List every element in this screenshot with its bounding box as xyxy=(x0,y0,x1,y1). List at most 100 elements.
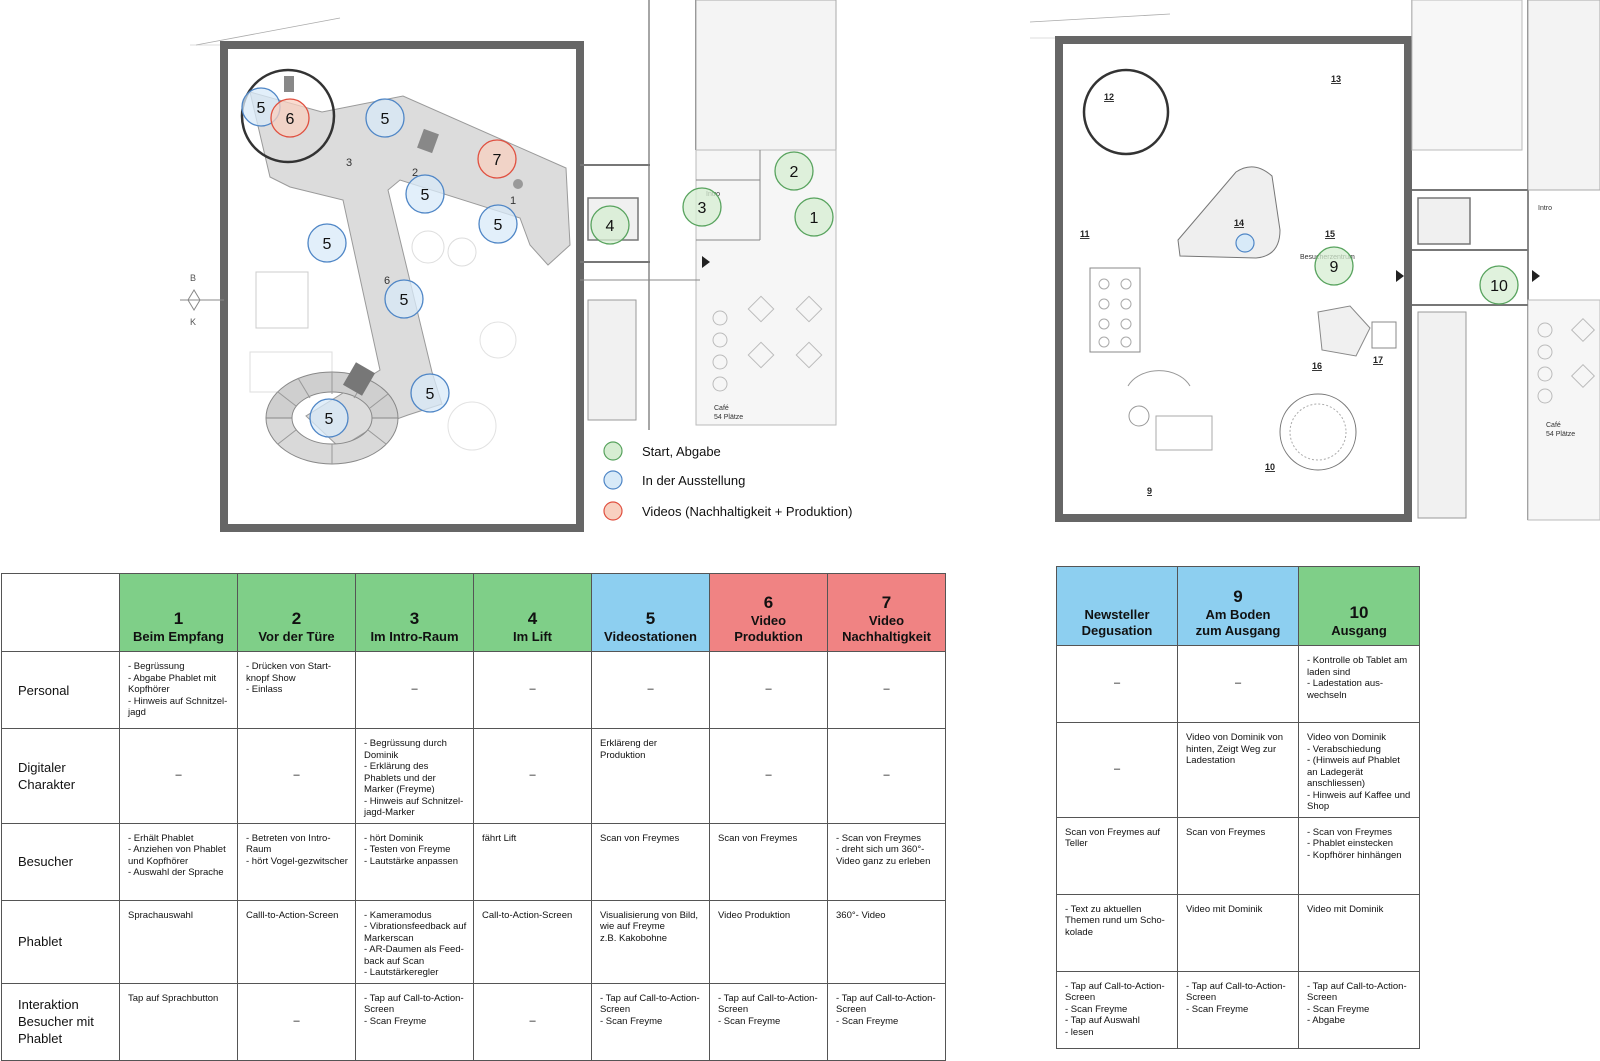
table-cell: Video Produktion xyxy=(709,899,828,984)
table-cell: - Tap auf Call-to-Action-Screen - Scan F… xyxy=(709,982,828,1061)
station-marker-green: 1 xyxy=(794,197,834,237)
table-cell: – xyxy=(473,728,592,824)
column-title: Am Boden zum Ausgang xyxy=(1195,607,1281,638)
station-marker-label: 7 xyxy=(493,152,502,169)
table-cell: - Tap auf Call-to-Action-Screen - Scan F… xyxy=(1177,970,1299,1049)
table-row: Besucher- Erhält Phablet - Anziehen von … xyxy=(1,822,946,901)
table-cell: – xyxy=(709,728,828,824)
path-number-1: 1 xyxy=(510,195,516,207)
room-number-17: 17 xyxy=(1373,355,1383,365)
table-cell: – xyxy=(119,728,238,824)
room-label-cafe: Café xyxy=(714,405,729,412)
table-cell: - Drücken von Start-knopf Show - Einlass xyxy=(237,651,356,729)
legend-label-videos: Videos (Nachhaltigkeit + Produktion) xyxy=(642,504,852,519)
table-cell: – xyxy=(591,651,710,729)
station-marker-green: 3 xyxy=(682,187,722,227)
station-marker-blue: 5 xyxy=(307,223,347,263)
table-cell: - Begrüssung - Abgabe Phablet mit Kopfhö… xyxy=(119,651,238,729)
room-number-11: 11 xyxy=(1080,229,1090,239)
room-number-10: 10 xyxy=(1265,462,1275,472)
station-marker-blue: 5 xyxy=(405,174,445,214)
table-cell: – xyxy=(355,651,474,729)
station-marker-blue: 5 xyxy=(365,98,405,138)
row-label: Digitaler Charakter xyxy=(1,728,120,824)
table-cell: - Scan von Freymes - Phablet einstecken … xyxy=(1298,816,1420,895)
table-row: ––- Kontrolle ob Tablet am laden sind - … xyxy=(1056,645,1420,723)
column-header-newsteller: Newsteller Degusation xyxy=(1056,566,1178,646)
column-number: 6 xyxy=(763,593,774,612)
table-cell: – xyxy=(473,982,592,1061)
row-label: Personal xyxy=(1,651,120,729)
table-cell: Video mit Dominik xyxy=(1298,893,1420,972)
column-number: 1 xyxy=(173,609,184,628)
room-label-seats: 54 Plätze xyxy=(714,414,743,421)
station-marker-green: 10 xyxy=(1479,265,1519,305)
station-marker-label: 5 xyxy=(494,217,503,234)
column-number: 5 xyxy=(645,609,656,628)
station-marker-label: 10 xyxy=(1490,278,1508,295)
column-title: Im Lift xyxy=(513,629,552,644)
table-cell: – xyxy=(237,982,356,1061)
table-cell: - Begrüssung durch Dominik - Erklärung d… xyxy=(355,728,474,824)
exhibition-path xyxy=(249,91,571,449)
station-marker-blue: 5 xyxy=(410,373,450,413)
table-cell: - Tap auf Call-to-Action-Screen - Scan F… xyxy=(1298,970,1420,1049)
right-station-markers: 9 10 xyxy=(1314,246,1519,305)
row-label: Phablet xyxy=(1,899,120,984)
adjacent-building-left: Intro Café 54 Plätze xyxy=(580,0,837,430)
table-cell: fährt Lift xyxy=(473,822,592,901)
table-cell: Scan von Freymes xyxy=(1177,816,1299,895)
ground-floor-room-walls xyxy=(1055,36,1412,522)
station-marker-green: 9 xyxy=(1314,246,1354,286)
station-marker-label: 1 xyxy=(810,210,819,227)
station-marker-label: 5 xyxy=(325,411,334,428)
table-cell: - Tap auf Call-to-Action-Screen - Scan F… xyxy=(1056,970,1178,1049)
column-title: Video Nachhaltigkeit xyxy=(842,613,931,644)
table-row: –Video von Dominik von hinten, Zeigt Weg… xyxy=(1056,722,1420,818)
column-number: 2 xyxy=(291,609,302,628)
column-title: Ausgang xyxy=(1331,623,1387,638)
table-cell: Video von Dominik von hinten, Zeigt Weg … xyxy=(1177,722,1299,818)
station-marker-label: 2 xyxy=(790,164,799,181)
legend-swatch-green xyxy=(603,441,623,461)
station-marker-red: 6 xyxy=(270,98,310,138)
table-cell: – xyxy=(709,651,828,729)
table-cell: - Tap auf Call-to-Action-Screen - Scan F… xyxy=(355,982,474,1061)
station-marker-label: 5 xyxy=(381,111,390,128)
section-label-b: B xyxy=(190,273,196,283)
table-cell: - Tap auf Call-to-Action-Screen - Scan F… xyxy=(827,982,946,1061)
table-cell: Call-to-Action-Screen xyxy=(473,899,592,984)
station-marker-label: 5 xyxy=(323,236,332,253)
table-cell: - hört Dominik - Testen von Freyme - Lau… xyxy=(355,822,474,901)
legend-label-start: Start, Abgabe xyxy=(642,444,721,459)
station-marker-blue: 5 xyxy=(384,279,424,319)
table-cell: - Betreten von Intro-Raum - hört Vogel-g… xyxy=(237,822,356,901)
table-cell: Scan von Freymes xyxy=(591,822,710,901)
station-marker-blue: 5 xyxy=(309,398,349,438)
station-marker-label: 6 xyxy=(286,111,295,128)
table-row: - Text zu aktuellen Themen rund um Scho-… xyxy=(1056,893,1420,972)
right-floor-plan: 9 10 11 12 13 14 15 16 17 Besucherzentru… xyxy=(1029,0,1600,522)
room-label-seats-right: 54 Plätze xyxy=(1546,431,1575,438)
station-marker-green: 4 xyxy=(590,205,630,245)
adjacent-building-right: Intro Café 54 Plätze xyxy=(1396,0,1600,521)
table-cell: - Kameramodus - Vibrationsfeedback auf M… xyxy=(355,899,474,984)
room-number-13: 13 xyxy=(1331,74,1341,84)
table-row: Personal- Begrüssung - Abgabe Phablet mi… xyxy=(1,651,946,729)
table-cell: - Text zu aktuellen Themen rund um Scho-… xyxy=(1056,893,1178,972)
station-marker-label: 5 xyxy=(426,386,435,403)
station-marker-label: 4 xyxy=(606,218,615,235)
station-marker-red: 7 xyxy=(477,139,517,179)
path-number-2: 2 xyxy=(412,167,418,179)
station-marker-label: 9 xyxy=(1330,259,1339,276)
legend-swatch-red xyxy=(603,501,623,521)
room-label-cafe-right: Café xyxy=(1546,422,1561,429)
